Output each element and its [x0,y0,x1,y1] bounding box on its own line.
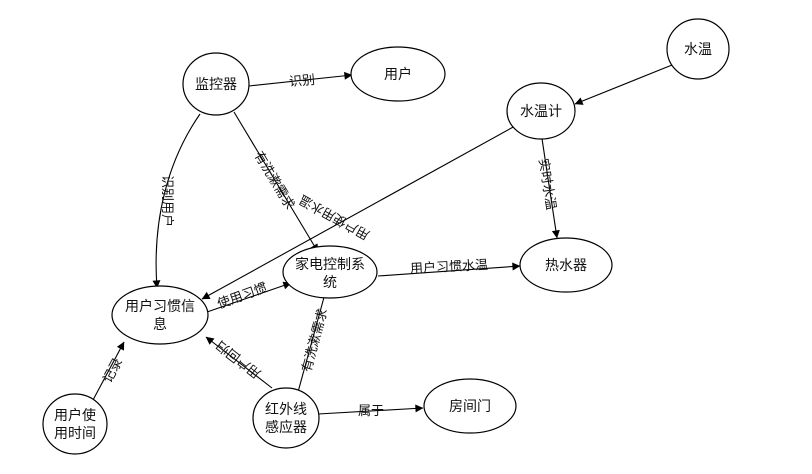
edge-label-record: 记录 [101,356,126,386]
edge-monitor-to-appliance-control: 有洗漱需求 [233,111,319,253]
edge-water-temp-to-thermometer [574,64,673,105]
node-user-label: 用户 [384,66,412,83]
edge-monitor-to-user-habit: 识别用户 [152,113,201,289]
node-monitor-label: 监控器 [195,77,237,93]
edge-ir-sensor-to-appliance-control: 有洗漱需求 [297,289,331,393]
edge-label-shower-need-2: 有洗漱需求 [300,307,331,374]
edge-ir-sensor-to-user-habit: 用户回归 [205,336,273,389]
edge-monitor-to-user: 识别 [248,71,353,90]
node-thermometer-label: 水温计 [520,104,562,120]
edge-label-use-habit: 使用习惯 [215,280,269,313]
node-water-heater[interactable]: 热水器 [519,237,613,293]
node-appliance-control-label-line1: 家电控制系 [295,256,365,273]
node-user-habit-label-line2: 息 [153,316,167,333]
edge-label-habit-temp: 用户习惯水温 [410,257,489,277]
node-ir-sensor[interactable]: 红外线 感应器 [252,387,320,449]
edge-label-realtime-temp: 实时水温 [535,157,558,211]
node-usage-time-label-line2: 用时间 [54,426,96,442]
node-user[interactable]: 用户 [350,46,446,102]
node-usage-time[interactable]: 用户使 用时间 [42,393,108,455]
node-room-door-label: 房间门 [449,399,491,415]
edge-usage-time-to-user-habit: 记录 [92,341,126,401]
node-usage-time-label-line1: 用户使 [54,407,96,424]
node-room-door[interactable]: 房间门 [423,378,517,434]
node-water-heater-label: 热水器 [545,258,587,274]
node-water-temp-label: 水温 [684,42,712,58]
node-user-habit[interactable]: 用户习惯信 息 [111,285,209,345]
edge-label-belongs-to: 属于 [358,404,384,419]
node-ir-sensor-label-line1: 红外线 [265,402,307,418]
node-user-habit-label-line1: 用户习惯信 [125,298,195,315]
edge-ir-sensor-to-room-door: 属于 [317,404,424,419]
node-monitor[interactable]: 监控器 [182,52,250,116]
node-water-temp[interactable]: 水温 [666,18,730,80]
edge-user-habit-to-appliance-control: 使用习惯 [206,280,292,313]
node-appliance-control[interactable]: 家电控制系 统 [282,245,378,299]
edge-thermometer-to-water-heater: 实时水温 [535,131,560,239]
edge-appliance-control-to-water-heater: 用户习惯水温 [377,257,521,277]
edge-label-identify-user: 识别用户 [159,175,175,227]
edge-label-shower-need-1: 有洗漱需求 [251,149,297,212]
edge-label-user-return: 用户回归 [213,337,264,382]
node-appliance-control-label-line2: 统 [323,275,337,291]
edge-label-identify: 识别 [289,73,316,90]
node-thermometer[interactable]: 水温计 [506,82,576,140]
node-ir-sensor-label-line2: 感应器 [265,419,307,436]
